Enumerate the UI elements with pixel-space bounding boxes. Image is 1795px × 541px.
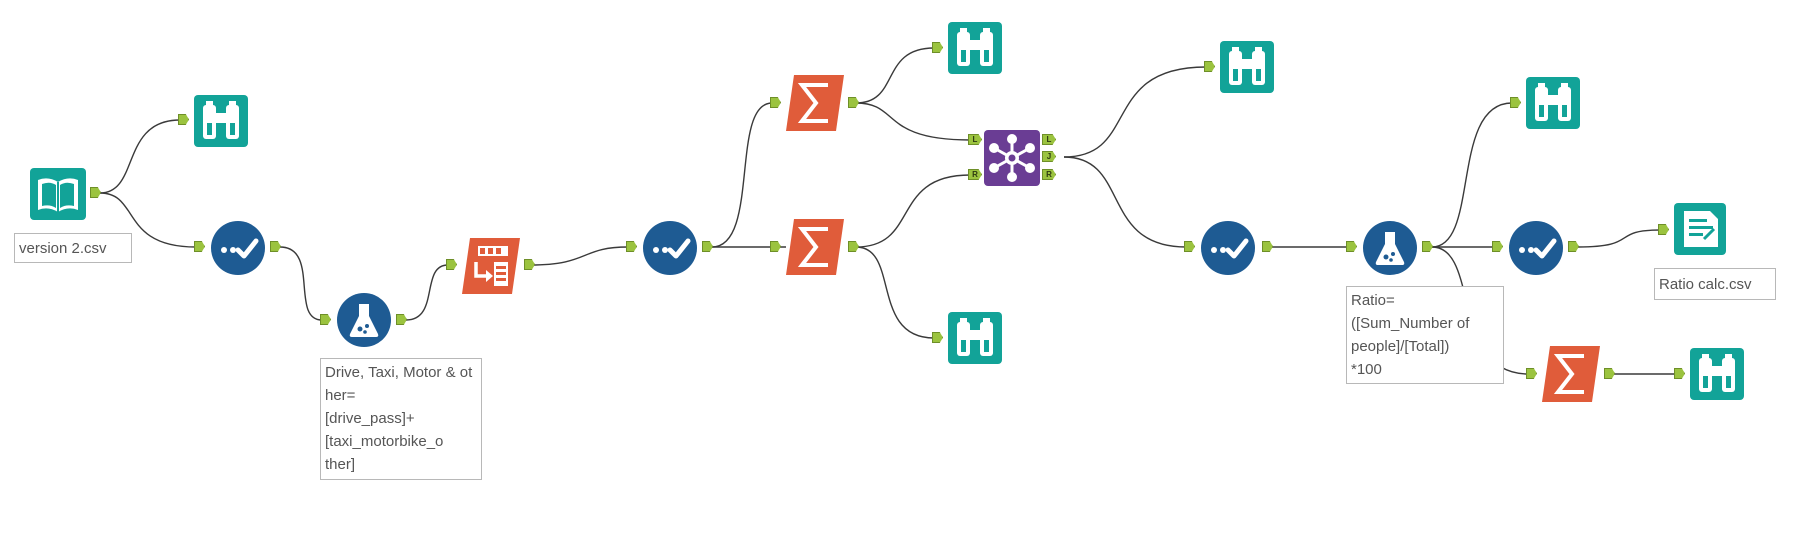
connector (405, 264, 449, 321)
connector (99, 119, 181, 194)
join-tool[interactable] (984, 130, 1040, 186)
binoculars-icon (1690, 348, 1744, 400)
input-anchor[interactable] (178, 114, 189, 125)
binoculars-icon (1220, 41, 1274, 93)
output-file-icon (1674, 203, 1726, 255)
input-anchor[interactable] (1204, 61, 1215, 72)
select-tool[interactable] (1200, 220, 1256, 276)
output-anchor[interactable] (1568, 241, 1579, 252)
output-anchor[interactable] (848, 97, 859, 108)
connector (1063, 156, 1187, 248)
select-tool[interactable] (1508, 220, 1564, 276)
checkmark-icon (211, 221, 265, 275)
binoculars-icon (1526, 77, 1580, 129)
formula-tool[interactable] (336, 292, 392, 348)
binoculars-icon (948, 22, 1002, 74)
input-anchor[interactable] (320, 314, 331, 325)
browse-tool[interactable] (194, 95, 248, 147)
output-data-tool[interactable] (1674, 203, 1726, 255)
join-input-left-anchor[interactable]: L (968, 134, 982, 145)
connector (855, 102, 971, 141)
flask-icon (1363, 221, 1417, 275)
join-output-join-anchor[interactable]: J (1042, 151, 1056, 162)
annotation-formula-1: Drive, Taxi, Motor & other= [drive_pass]… (320, 358, 482, 480)
join-output-right-anchor[interactable]: R (1042, 169, 1056, 180)
binoculars-icon (948, 312, 1002, 364)
input-anchor[interactable] (932, 332, 943, 343)
summarize-tool[interactable] (1542, 346, 1600, 402)
connector (99, 192, 197, 248)
browse-tool[interactable] (1220, 41, 1274, 93)
connector (529, 246, 629, 266)
output-anchor[interactable] (1422, 241, 1433, 252)
input-anchor[interactable] (770, 241, 781, 252)
summarize-tool[interactable] (786, 75, 844, 131)
output-anchor[interactable] (90, 187, 101, 198)
annotation-input-file: version 2.csv (14, 233, 132, 263)
input-anchor[interactable] (626, 241, 637, 252)
connector (1063, 66, 1207, 158)
checkmark-icon (1509, 221, 1563, 275)
output-anchor[interactable] (396, 314, 407, 325)
sigma-icon (1542, 346, 1600, 402)
output-anchor[interactable] (1262, 241, 1273, 252)
formula-tool[interactable] (1362, 220, 1418, 276)
connector (855, 174, 971, 248)
transpose-tool[interactable] (462, 238, 520, 294)
browse-tool[interactable] (1526, 77, 1580, 129)
input-anchor[interactable] (194, 241, 205, 252)
checkmark-icon (643, 221, 697, 275)
browse-tool[interactable] (1690, 348, 1744, 400)
browse-tool[interactable] (948, 312, 1002, 364)
binoculars-icon (194, 95, 248, 147)
summarize-tool[interactable] (786, 219, 844, 275)
output-anchor[interactable] (702, 241, 713, 252)
connector (855, 47, 935, 104)
input-anchor[interactable] (932, 42, 943, 53)
connector (1577, 229, 1661, 248)
select-tool[interactable] (642, 220, 698, 276)
connector (711, 102, 773, 248)
input-anchor[interactable] (1526, 368, 1537, 379)
connector (279, 246, 323, 321)
annotation-formula-2: Ratio= ([Sum_Number of people]/[Total]) … (1346, 286, 1504, 384)
sigma-icon (786, 219, 844, 275)
connector (1431, 102, 1513, 248)
sigma-icon (786, 75, 844, 131)
input-anchor[interactable] (1658, 224, 1669, 235)
input-anchor[interactable] (1510, 97, 1521, 108)
table-transpose-icon (462, 238, 520, 294)
output-anchor[interactable] (1604, 368, 1615, 379)
flask-icon (337, 293, 391, 347)
input-anchor[interactable] (1184, 241, 1195, 252)
output-anchor[interactable] (270, 241, 281, 252)
join-output-left-anchor[interactable]: L (1042, 134, 1056, 145)
input-anchor[interactable] (446, 259, 457, 270)
input-anchor[interactable] (770, 97, 781, 108)
select-tool[interactable] (210, 220, 266, 276)
input-anchor[interactable] (1674, 368, 1685, 379)
join-network-icon (984, 130, 1040, 186)
output-anchor[interactable] (848, 241, 859, 252)
join-input-right-anchor[interactable]: R (968, 169, 982, 180)
input-anchor[interactable] (1346, 241, 1357, 252)
checkmark-icon (1201, 221, 1255, 275)
annotation-output-file: Ratio calc.csv (1654, 268, 1776, 300)
book-icon (30, 168, 86, 220)
connector (855, 246, 935, 339)
browse-tool[interactable] (948, 22, 1002, 74)
output-anchor[interactable] (524, 259, 535, 270)
input-data-tool[interactable] (30, 168, 86, 220)
input-anchor[interactable] (1492, 241, 1503, 252)
